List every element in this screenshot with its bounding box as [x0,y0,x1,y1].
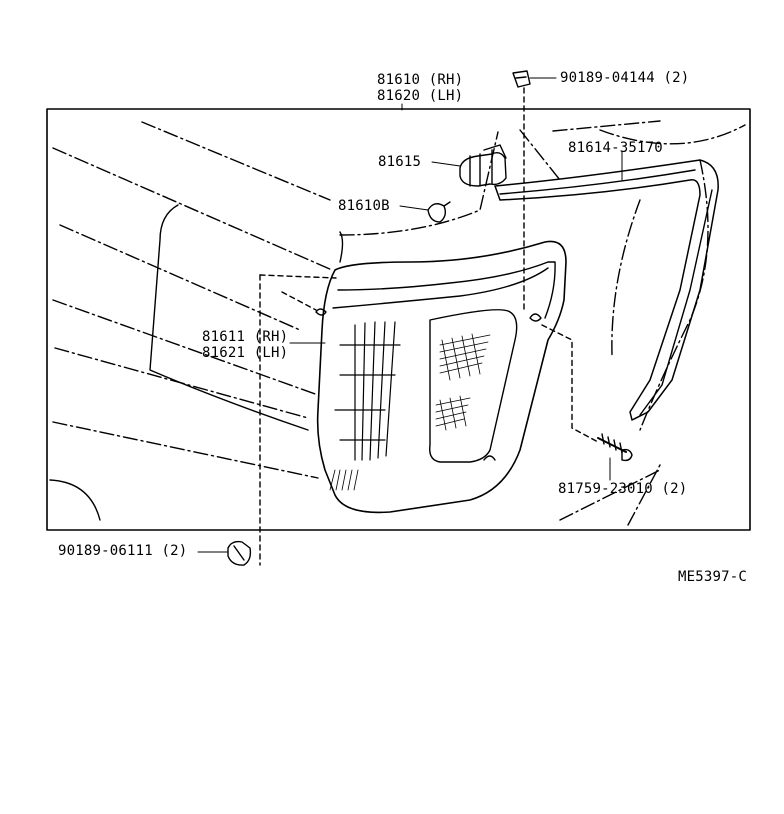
label-housing-lh: 81620 (LH) [377,88,464,104]
label-housing-rh: 81610 (RH) [377,72,464,88]
label-gasket: 81614-35170 [568,140,663,156]
lamp-lens [429,309,518,463]
lens-ribs [334,321,401,461]
top-clip [512,70,531,88]
label-socket: 81615 [378,154,422,170]
label-diagram-code: ME5397-C [678,569,748,585]
body-panel [149,204,344,431]
label-lens-rh: 81611 (RH) [202,329,289,345]
label-lens-lh: 81621 (LH) [202,345,289,361]
leader-lines [197,77,623,553]
bulb-socket [459,144,507,187]
gasket-strip [494,159,719,421]
bottom-clip [227,540,252,566]
label-bulb: 81610B [338,198,390,214]
label-clip-top: 90189-04144 (2) [560,70,690,86]
label-screw: 81759-23010 (2) [558,481,688,497]
lens-mesh [329,333,491,491]
bulb [427,201,451,223]
frame-box [46,108,751,531]
screw [597,433,633,462]
body-contour-lines [52,120,661,526]
label-clip-bottom: 90189-06111 (2) [58,543,188,559]
lamp-housing [316,240,567,514]
assembly-lines [259,87,599,566]
